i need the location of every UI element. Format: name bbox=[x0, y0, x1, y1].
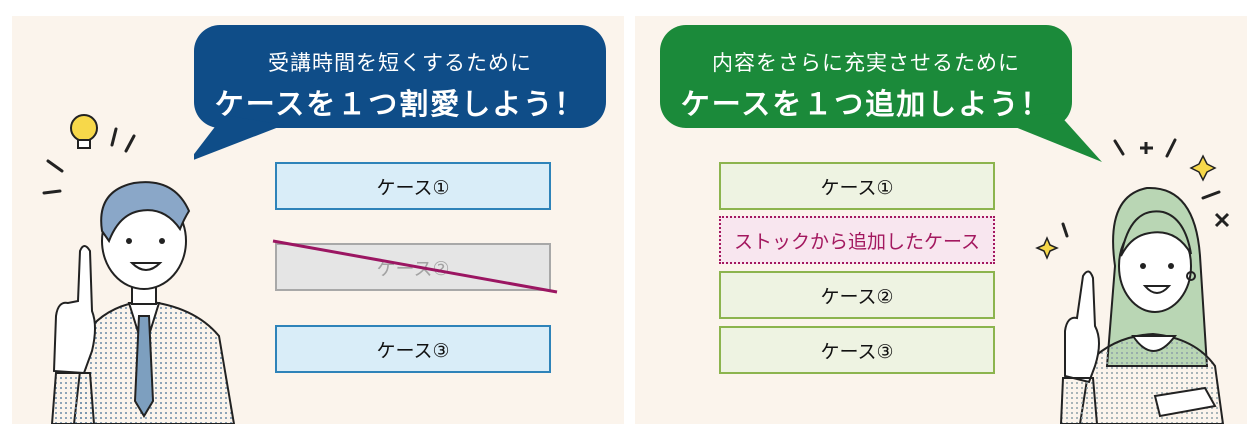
right-case-1-label: ケース① bbox=[820, 176, 894, 199]
left-speech-bubble: 受講時間を短くするために ケースを１つ割愛しよう！ bbox=[194, 25, 606, 175]
sparkle-icon-small bbox=[1035, 236, 1059, 260]
left-bubble-line2: ケースを１つ割愛しよう！ bbox=[214, 87, 586, 121]
right-added-case: ストックから追加したケース bbox=[719, 216, 995, 264]
left-bubble-line1: 受講時間を短くするために bbox=[268, 51, 532, 75]
lightbulb-icon bbox=[70, 114, 98, 149]
right-case-2-label: ケース② bbox=[820, 285, 894, 308]
left-panel: 受講時間を短くするために ケースを１つ割愛しよう！ ケース① ケース② ケース③ bbox=[12, 16, 624, 424]
right-bubble-line2: ケースを１つ追加しよう！ bbox=[680, 87, 1052, 121]
right-panel: 内容をさらに充実させるために ケースを１つ追加しよう！ ケース① ストックから追… bbox=[635, 16, 1247, 424]
right-bubble-shape bbox=[660, 25, 1102, 162]
left-case-3-label: ケース③ bbox=[376, 339, 450, 362]
right-speech-bubble: 内容をさらに充実させるために ケースを１つ追加しよう！ bbox=[660, 25, 1105, 175]
right-case-3-label: ケース③ bbox=[820, 340, 894, 363]
left-case-1-label: ケース① bbox=[376, 176, 450, 199]
businesswoman-illustration bbox=[1035, 138, 1230, 424]
right-bubble-line1: 内容をさらに充実させるために bbox=[712, 51, 1020, 75]
right-case-3: ケース③ bbox=[719, 326, 995, 374]
left-case-1: ケース① bbox=[275, 162, 551, 210]
right-case-2: ケース② bbox=[719, 271, 995, 319]
right-added-case-label: ストックから追加したケース bbox=[733, 230, 981, 253]
right-case-1: ケース① bbox=[719, 162, 995, 210]
strike-through-line bbox=[272, 239, 558, 294]
businessman-illustration bbox=[42, 114, 236, 424]
sparkle-icon bbox=[1189, 154, 1217, 182]
left-bubble-shape bbox=[194, 25, 606, 160]
left-case-3: ケース③ bbox=[275, 325, 551, 373]
